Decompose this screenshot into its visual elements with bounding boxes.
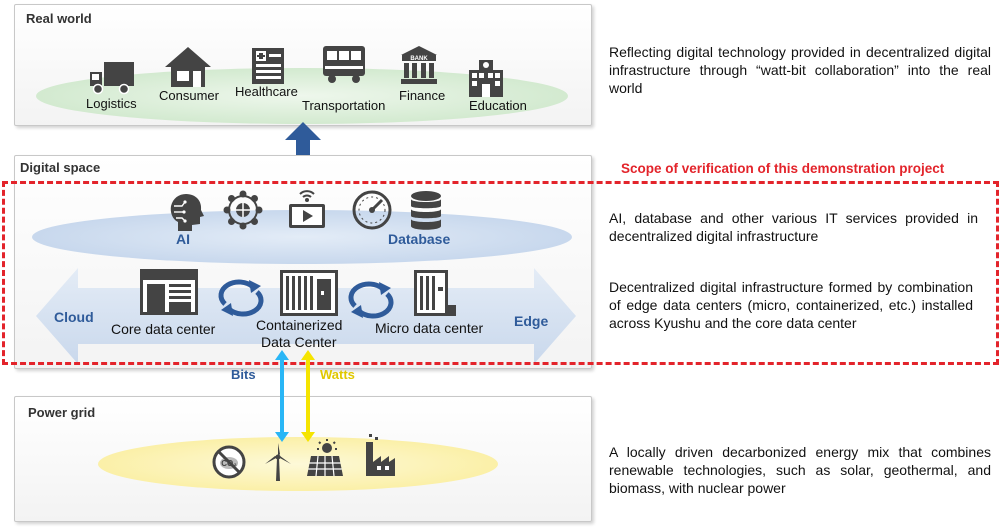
transportation-label: Transportation [302, 98, 386, 113]
infrastructure-description: Decentralized digital infrastructure for… [609, 279, 973, 331]
scope-verification-box [2, 181, 999, 365]
bank-sign-text: BANK [410, 56, 428, 62]
education-label: Education [469, 98, 527, 113]
logistics-label: Logistics [86, 96, 137, 111]
no-co2-icon: CO₂ [212, 445, 246, 479]
ai-label: AI [176, 231, 190, 247]
cloud-label: Cloud [54, 309, 94, 325]
power-description: A locally driven decarbonized energy mix… [609, 444, 991, 496]
sync-cycle-icon-left [218, 279, 264, 317]
bits-label: Bits [231, 367, 256, 382]
scope-verification-label: Scope of verification of this demonstrat… [621, 161, 945, 176]
database-icon [411, 191, 441, 230]
watts-label: Watts [320, 367, 355, 382]
network-icon [223, 190, 263, 230]
containerized-label-line1: Containerized [256, 317, 343, 333]
real-world-title: Real world [26, 11, 92, 26]
house-icon [165, 47, 211, 87]
services-description: AI, database and other various IT servic… [609, 210, 978, 244]
sync-cycle-icon-right [348, 281, 394, 319]
factory-icon [366, 434, 395, 476]
healthcare-label: Healthcare [235, 84, 298, 99]
micro-data-center-icon [414, 270, 456, 316]
containerized-label-line2: Data Center [261, 334, 337, 350]
train-icon [323, 46, 365, 83]
database-label: Database [388, 231, 451, 247]
micro-data-center-label: Micro data center [375, 320, 484, 336]
video-player-icon [289, 190, 325, 228]
speedometer-icon [352, 190, 392, 230]
truck-icon [90, 62, 134, 95]
consumer-label: Consumer [159, 88, 219, 103]
containerized-data-center-icon [280, 270, 338, 316]
core-data-center-label: Core data center [111, 321, 216, 337]
school-icon [469, 60, 503, 97]
power-grid-ellipse [98, 437, 498, 491]
bits-arrow [275, 350, 289, 442]
wind-turbine-icon [265, 443, 291, 481]
edge-label: Edge [514, 313, 549, 329]
hospital-icon [252, 48, 284, 84]
watts-arrow [301, 350, 315, 442]
solar-panel-icon [307, 439, 343, 477]
bank-icon: BANK [401, 46, 437, 84]
real-world-description: Reflecting digital technology provided i… [609, 44, 991, 96]
power-grid-title: Power grid [28, 405, 96, 420]
finance-label: Finance [399, 88, 446, 103]
digital-space-title: Digital space [20, 160, 101, 175]
core-data-center-icon [140, 269, 198, 315]
ai-head-icon [170, 194, 204, 231]
